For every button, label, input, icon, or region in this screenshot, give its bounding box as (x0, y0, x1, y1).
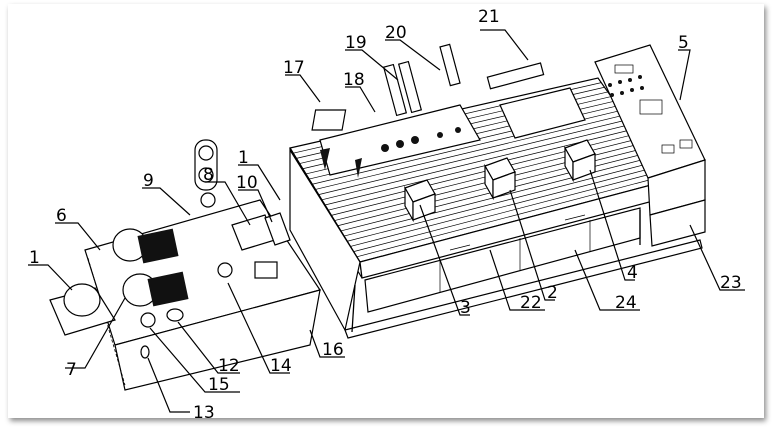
label-7: 7 (66, 360, 77, 380)
label-4: 4 (627, 263, 638, 283)
label-14: 14 (270, 356, 292, 376)
label-22: 22 (520, 293, 542, 313)
pneumatic-base (49, 139, 321, 391)
label-16: 16 (322, 340, 344, 360)
label-20: 20 (385, 23, 407, 43)
label-12: 12 (218, 356, 240, 376)
label-3: 3 (460, 298, 471, 318)
table-rail-slot (356, 175, 667, 258)
label-24: 24 (615, 293, 637, 313)
label-5: 5 (678, 33, 689, 53)
label-15: 15 (208, 375, 230, 395)
label-2: 2 (547, 283, 558, 303)
workpiece-cubes (404, 139, 596, 223)
label-6: 6 (56, 206, 67, 226)
label-8: 8 (203, 165, 214, 185)
label-17: 17 (283, 58, 305, 78)
station-modules (311, 43, 586, 178)
drawing-frame: 1 6 7 9 8 10 1 17 18 19 20 21 5 3 22 2 4… (8, 4, 764, 418)
label-13: 13 (193, 403, 215, 418)
table-rail-slot (318, 119, 628, 195)
table-rail-slot (347, 161, 657, 242)
table-rail-slot (353, 170, 664, 252)
technical-drawing: 1 6 7 9 8 10 1 17 18 19 20 21 5 3 22 2 4… (28, 7, 745, 418)
label-1b: 1 (238, 148, 249, 168)
label-21: 21 (478, 7, 500, 27)
table-rail-slot (321, 124, 631, 201)
label-18: 18 (343, 70, 365, 90)
label-19: 19 (345, 33, 367, 53)
table-rail-slot (315, 114, 625, 190)
table-rail-slot (350, 165, 661, 247)
label-9: 9 (143, 171, 154, 191)
label-1a: 1 (29, 248, 40, 268)
control-cabinet (594, 44, 706, 247)
label-23: 23 (720, 273, 742, 293)
leader-lines (28, 29, 745, 413)
label-10: 10 (236, 173, 258, 193)
workbench-table (289, 77, 703, 339)
